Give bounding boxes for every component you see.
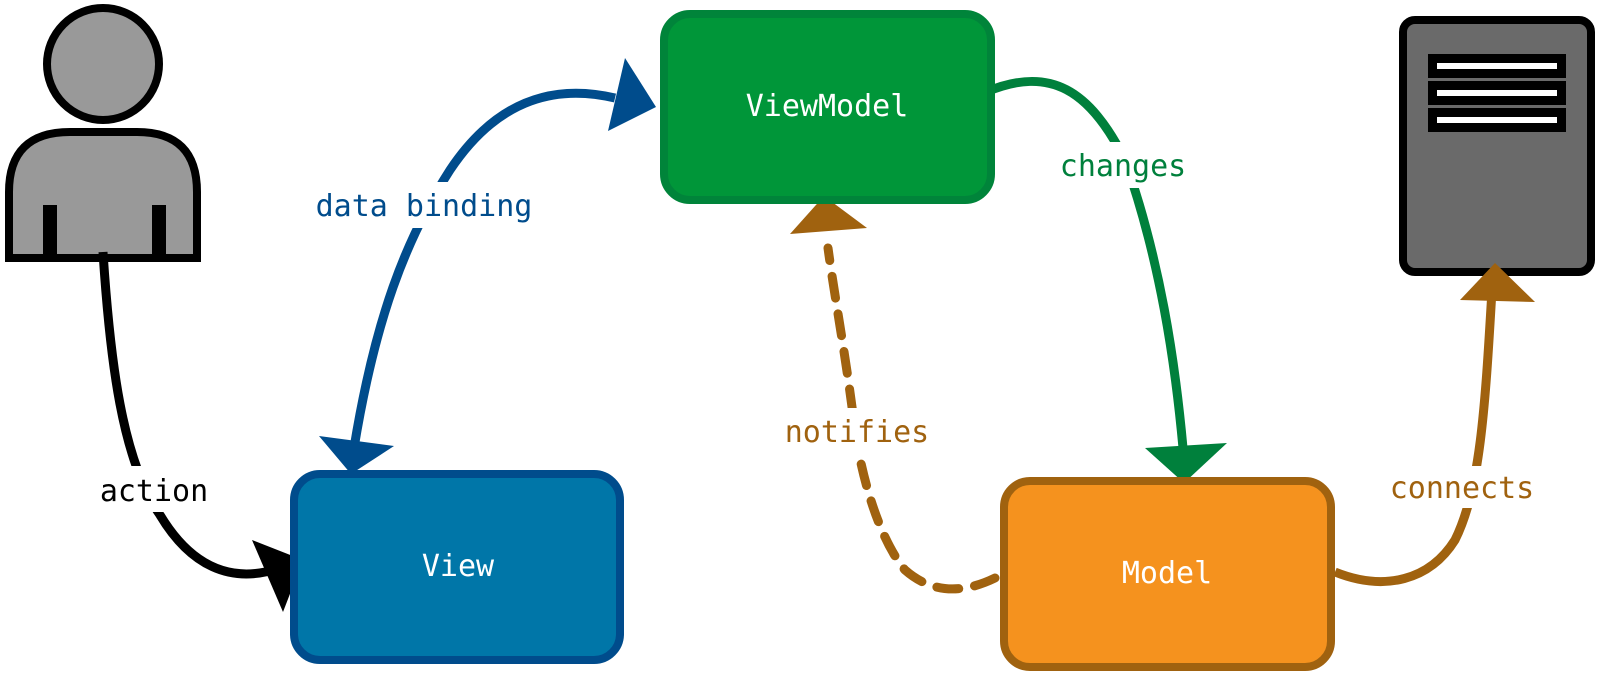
model-node: Model: [1000, 477, 1335, 671]
model-label: Model: [1122, 556, 1212, 591]
user-left-arm-line: [43, 205, 57, 258]
notifies-arrowhead: [790, 196, 867, 234]
data-binding-label: data binding: [316, 189, 533, 224]
action-label: action: [100, 474, 208, 509]
edge-action: action: [92, 251, 303, 612]
user-body: [5, 128, 201, 262]
data-binding-arrow-line: [349, 88, 617, 449]
viewmodel-node: ViewModel: [660, 10, 995, 204]
user-head: [43, 4, 163, 124]
edge-notifies: notifies: [776, 196, 1000, 594]
notifies-label-bg: [776, 408, 938, 454]
changes-label: changes: [1060, 149, 1186, 184]
edge-data-binding: data binding: [306, 58, 656, 474]
changes-arrowhead: [1145, 443, 1227, 483]
notifies-label: notifies: [785, 415, 930, 450]
edge-connects: connects: [1333, 263, 1546, 586]
action-arrow-line: [98, 251, 282, 579]
user-right-arm-line: [152, 205, 166, 258]
edge-changes: changes: [984, 76, 1227, 483]
connects-label-bg: [1380, 466, 1546, 508]
notifies-arrow-line: [823, 243, 1000, 594]
data-binding-arrowhead-top: [608, 58, 656, 131]
model-box: [1000, 477, 1335, 671]
view-node: View: [290, 470, 624, 664]
action-label-bg: [92, 466, 216, 512]
view-label: View: [422, 549, 495, 584]
viewmodel-label: ViewModel: [746, 89, 909, 124]
changes-arrow-line: [984, 76, 1188, 449]
server-drive-2-slot: [1437, 90, 1557, 96]
viewmodel-box: [660, 10, 995, 204]
connects-arrow-line: [1333, 289, 1497, 586]
server-drive-3-slot: [1437, 117, 1557, 123]
view-box: [290, 470, 624, 664]
data-binding-arrowhead-bottom: [319, 436, 394, 474]
user-icon: [5, 4, 201, 262]
server-icon: [1399, 16, 1595, 276]
server-drive-1-slot: [1437, 63, 1557, 69]
data-binding-label-bg: [306, 182, 542, 228]
connects-arrowhead: [1460, 263, 1535, 302]
changes-label-bg: [1050, 142, 1196, 188]
connects-label: connects: [1390, 471, 1535, 506]
